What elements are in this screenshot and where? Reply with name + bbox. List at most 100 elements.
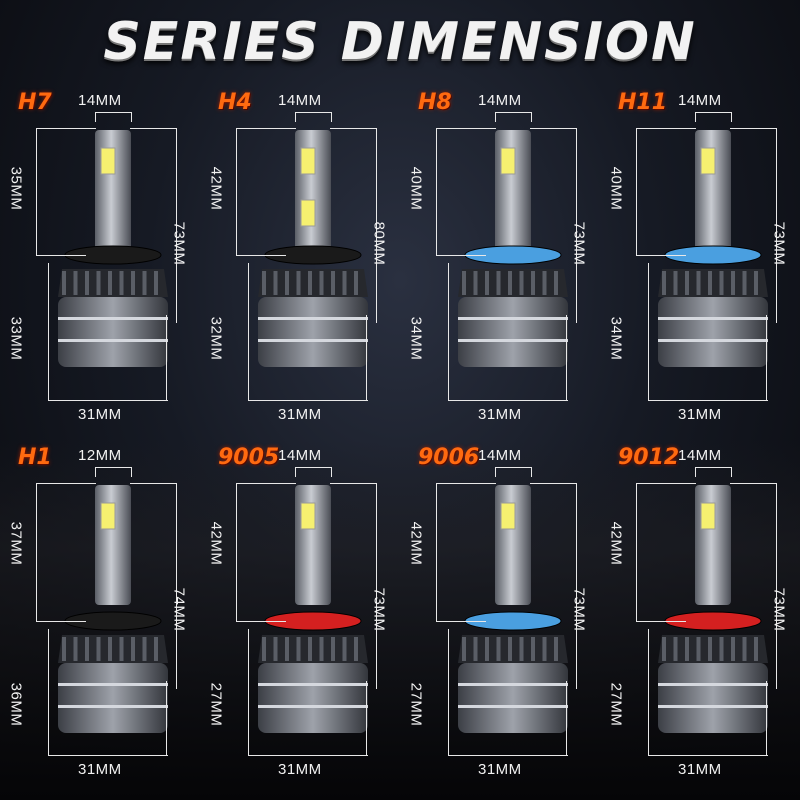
- upper-bracket-line: [236, 483, 296, 484]
- top-width-tick: [295, 112, 296, 122]
- top-width-line: [295, 112, 331, 113]
- lower-height-label: 36MM: [7, 682, 25, 727]
- bulb-image: [258, 485, 368, 733]
- base-width-line: [648, 755, 768, 756]
- top-width-label: 14MM: [478, 92, 522, 109]
- bulb-image: [658, 485, 768, 733]
- base-width-line: [248, 755, 368, 756]
- base-width-line: [766, 315, 767, 400]
- lower-height-label: 33MM: [7, 316, 25, 361]
- base-width-label: 31MM: [78, 761, 122, 778]
- upper-bracket-line: [236, 128, 237, 255]
- model-label: 9006: [418, 445, 480, 470]
- base-width-line: [366, 681, 367, 755]
- model-label: H1: [18, 445, 52, 470]
- top-width-tick: [531, 112, 532, 122]
- base-width-line: [366, 315, 367, 400]
- upper-bracket-line: [36, 128, 96, 129]
- top-width-line: [695, 112, 731, 113]
- base-width-label: 31MM: [678, 406, 722, 423]
- top-width-tick: [331, 112, 332, 122]
- top-width-label: 14MM: [678, 92, 722, 109]
- total-bracket-line: [776, 128, 777, 323]
- total-bracket-line: [130, 483, 176, 484]
- upper-bracket-line: [236, 483, 237, 621]
- top-width-tick: [95, 112, 96, 122]
- lower-height-label: 27MM: [607, 682, 625, 727]
- upper-height-label: 42MM: [207, 521, 225, 566]
- top-width-line: [495, 467, 531, 468]
- bulb-image: [58, 130, 168, 367]
- base-width-line: [448, 400, 568, 401]
- lower-bracket-line: [648, 629, 649, 755]
- base-width-line: [566, 315, 567, 400]
- model-label: 9012: [618, 445, 680, 470]
- total-bracket-line: [530, 483, 576, 484]
- total-bracket-line: [130, 128, 176, 129]
- base-width-line: [766, 681, 767, 755]
- total-bracket-line: [776, 483, 777, 689]
- upper-bracket-line: [636, 483, 696, 484]
- base-width-line: [48, 400, 168, 401]
- top-width-label: 14MM: [78, 92, 122, 109]
- base-width-label: 31MM: [678, 761, 722, 778]
- lower-bracket-line: [48, 263, 49, 400]
- bulb-image: [658, 130, 768, 367]
- model-label: H11: [618, 90, 668, 115]
- upper-bracket-line: [436, 621, 486, 622]
- base-width-line: [166, 315, 167, 400]
- top-width-tick: [731, 467, 732, 477]
- top-width-line: [495, 112, 531, 113]
- total-bracket-line: [330, 483, 376, 484]
- top-width-label: 14MM: [678, 447, 722, 464]
- upper-bracket-line: [636, 621, 686, 622]
- model-label: 9005: [218, 445, 280, 470]
- top-width-tick: [95, 467, 96, 477]
- base-width-label: 31MM: [278, 406, 322, 423]
- top-width-tick: [331, 467, 332, 477]
- bulb-image: [458, 485, 568, 733]
- top-width-tick: [695, 112, 696, 122]
- bulb-image: [58, 485, 168, 733]
- upper-bracket-line: [36, 128, 37, 255]
- upper-height-label: 40MM: [607, 166, 625, 211]
- upper-height-label: 42MM: [407, 521, 425, 566]
- upper-bracket-line: [636, 255, 686, 256]
- top-width-line: [95, 467, 131, 468]
- upper-height-label: 37MM: [7, 521, 25, 566]
- top-width-tick: [695, 467, 696, 477]
- lower-bracket-line: [248, 629, 249, 755]
- upper-bracket-line: [436, 483, 437, 621]
- upper-bracket-line: [36, 255, 86, 256]
- upper-height-label: 35MM: [7, 166, 25, 211]
- model-label: H8: [418, 90, 452, 115]
- upper-bracket-line: [236, 128, 296, 129]
- upper-bracket-line: [636, 483, 637, 621]
- top-width-tick: [131, 467, 132, 477]
- upper-bracket-line: [36, 483, 96, 484]
- base-width-line: [166, 681, 167, 755]
- top-width-label: 12MM: [78, 447, 122, 464]
- base-width-line: [248, 400, 368, 401]
- total-height-label: 73MM: [570, 221, 588, 266]
- total-height-label: 73MM: [170, 221, 188, 266]
- lower-height-label: 32MM: [207, 316, 225, 361]
- upper-bracket-line: [436, 255, 486, 256]
- top-width-line: [95, 112, 131, 113]
- top-width-tick: [731, 112, 732, 122]
- top-width-line: [295, 467, 331, 468]
- lower-bracket-line: [448, 629, 449, 755]
- top-width-label: 14MM: [278, 447, 322, 464]
- total-height-label: 73MM: [770, 587, 788, 632]
- total-bracket-line: [730, 128, 776, 129]
- upper-bracket-line: [436, 483, 496, 484]
- total-bracket-line: [330, 128, 376, 129]
- top-width-tick: [295, 467, 296, 477]
- upper-bracket-line: [236, 255, 286, 256]
- base-width-label: 31MM: [478, 406, 522, 423]
